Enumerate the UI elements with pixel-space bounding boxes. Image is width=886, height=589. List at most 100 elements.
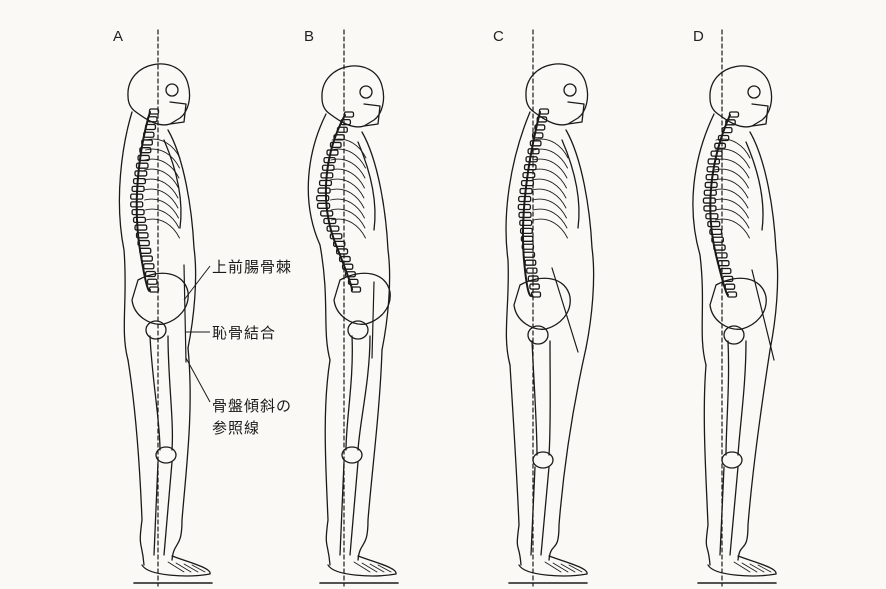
- eye-socket-icon: [359, 85, 373, 99]
- vertebra-icon: [529, 283, 540, 290]
- toe-bone-icon: [741, 562, 758, 573]
- vertebra-icon: [707, 158, 721, 165]
- rib-icon: [329, 178, 365, 199]
- vertebra-icon: [320, 172, 334, 179]
- tibia-icon: [729, 466, 739, 556]
- vertebra-icon: [350, 286, 362, 293]
- pelvic-tilt-reference-line: [751, 269, 775, 361]
- vertebra-icon: [520, 235, 534, 242]
- femur-icon: [345, 335, 353, 451]
- pelvis-icon: [513, 277, 571, 330]
- vertebra-icon: [724, 283, 736, 290]
- tibia-icon: [540, 466, 550, 556]
- rib-icon: [144, 208, 180, 229]
- toe-bone-icon: [369, 563, 385, 573]
- vertebra-icon: [332, 240, 346, 247]
- pelvic-tilt-reference-line: [371, 281, 375, 359]
- femur-icon: [149, 335, 161, 451]
- label-pubic-symphysis: 恥骨結合: [212, 324, 277, 342]
- vertebra-icon: [321, 164, 335, 171]
- vertebra-icon: [519, 187, 533, 195]
- eye-socket-icon: [747, 85, 761, 99]
- vertebra-icon: [536, 116, 548, 123]
- toe-bone-icon: [183, 563, 199, 573]
- skull-icon: [525, 63, 589, 126]
- femur-icon: [737, 340, 747, 456]
- toe-bone-icon: [552, 562, 569, 573]
- vertebra-icon: [705, 213, 719, 220]
- vertebra-icon: [517, 203, 531, 211]
- femur-icon: [167, 335, 174, 451]
- rib-icon: [531, 178, 567, 199]
- toe-bone-icon: [353, 561, 371, 573]
- vertebra-icon: [529, 140, 542, 147]
- toe-bone-icon: [568, 564, 583, 573]
- vertebra-icon: [316, 202, 331, 209]
- vertebra-icon: [134, 170, 148, 177]
- vertebra-icon: [534, 124, 546, 131]
- vertebra-icon: [347, 278, 359, 286]
- sternum-icon: [163, 139, 182, 229]
- panel-label-d: D: [693, 28, 704, 45]
- tibia-icon: [339, 461, 345, 556]
- vertebra-icon: [341, 263, 354, 270]
- back-outline-icon: [505, 111, 531, 366]
- toe-bone-icon: [167, 561, 185, 573]
- annotation-leaders: [183, 265, 211, 403]
- figure-a: [118, 29, 213, 587]
- rib-icon: [532, 198, 567, 219]
- toe-bone-icon: [733, 561, 751, 573]
- pelvis-icon: [131, 272, 189, 325]
- vertebra-icon: [131, 185, 145, 193]
- vertebra-icon: [135, 232, 149, 239]
- vertebra-icon: [518, 195, 532, 203]
- toe-bone-icon: [757, 564, 772, 573]
- vertebra-icon: [719, 267, 732, 275]
- vertebra-icon: [703, 189, 717, 196]
- jaw-icon: [751, 103, 769, 127]
- pelvic-tilt-reference-line: [551, 267, 579, 353]
- vertebra-icon: [317, 187, 331, 194]
- vertebra-icon: [316, 195, 330, 202]
- vertebra-icon: [340, 118, 352, 126]
- vertebra-icon: [711, 236, 724, 243]
- vertebra-icon: [714, 142, 727, 149]
- vertebra-icon: [522, 172, 536, 179]
- rib-icon: [533, 218, 568, 239]
- vertebra-icon: [338, 255, 351, 263]
- rib-icon: [144, 158, 180, 179]
- femur-icon: [357, 335, 371, 451]
- vertebra-icon: [134, 224, 148, 231]
- vertebra-icon: [523, 164, 537, 171]
- jaw-icon: [567, 101, 585, 125]
- toe-bone-icon: [175, 562, 192, 573]
- sternum-icon: [745, 141, 764, 231]
- jaw-icon: [363, 103, 381, 127]
- leg-outline-icon: [324, 359, 331, 566]
- vertebra-icon: [323, 157, 336, 164]
- leg-outline-icon: [127, 359, 145, 566]
- vertebra-icon: [709, 228, 723, 236]
- panel-label-b: B: [304, 28, 315, 45]
- femur-icon: [548, 340, 551, 456]
- label-asis: 上前腸骨棘: [212, 258, 293, 276]
- sternum-icon: [357, 141, 376, 231]
- rib-icon: [713, 178, 749, 199]
- vertebra-icon: [144, 123, 157, 131]
- front-outline-icon: [167, 129, 197, 349]
- vertebra-icon: [527, 148, 540, 155]
- rib-icon: [143, 178, 179, 199]
- vertebra-icon: [137, 154, 150, 162]
- tibia-icon: [530, 466, 536, 556]
- knee-icon: [532, 451, 554, 469]
- vertebra-icon: [329, 233, 343, 240]
- leg-outline-icon: [737, 349, 771, 561]
- vertebra-icon: [518, 211, 532, 219]
- vertebra-icon: [148, 108, 160, 115]
- rib-icon: [144, 198, 179, 219]
- tibia-icon: [163, 461, 173, 556]
- vertebra-icon: [520, 179, 535, 187]
- rib-icon: [714, 168, 749, 189]
